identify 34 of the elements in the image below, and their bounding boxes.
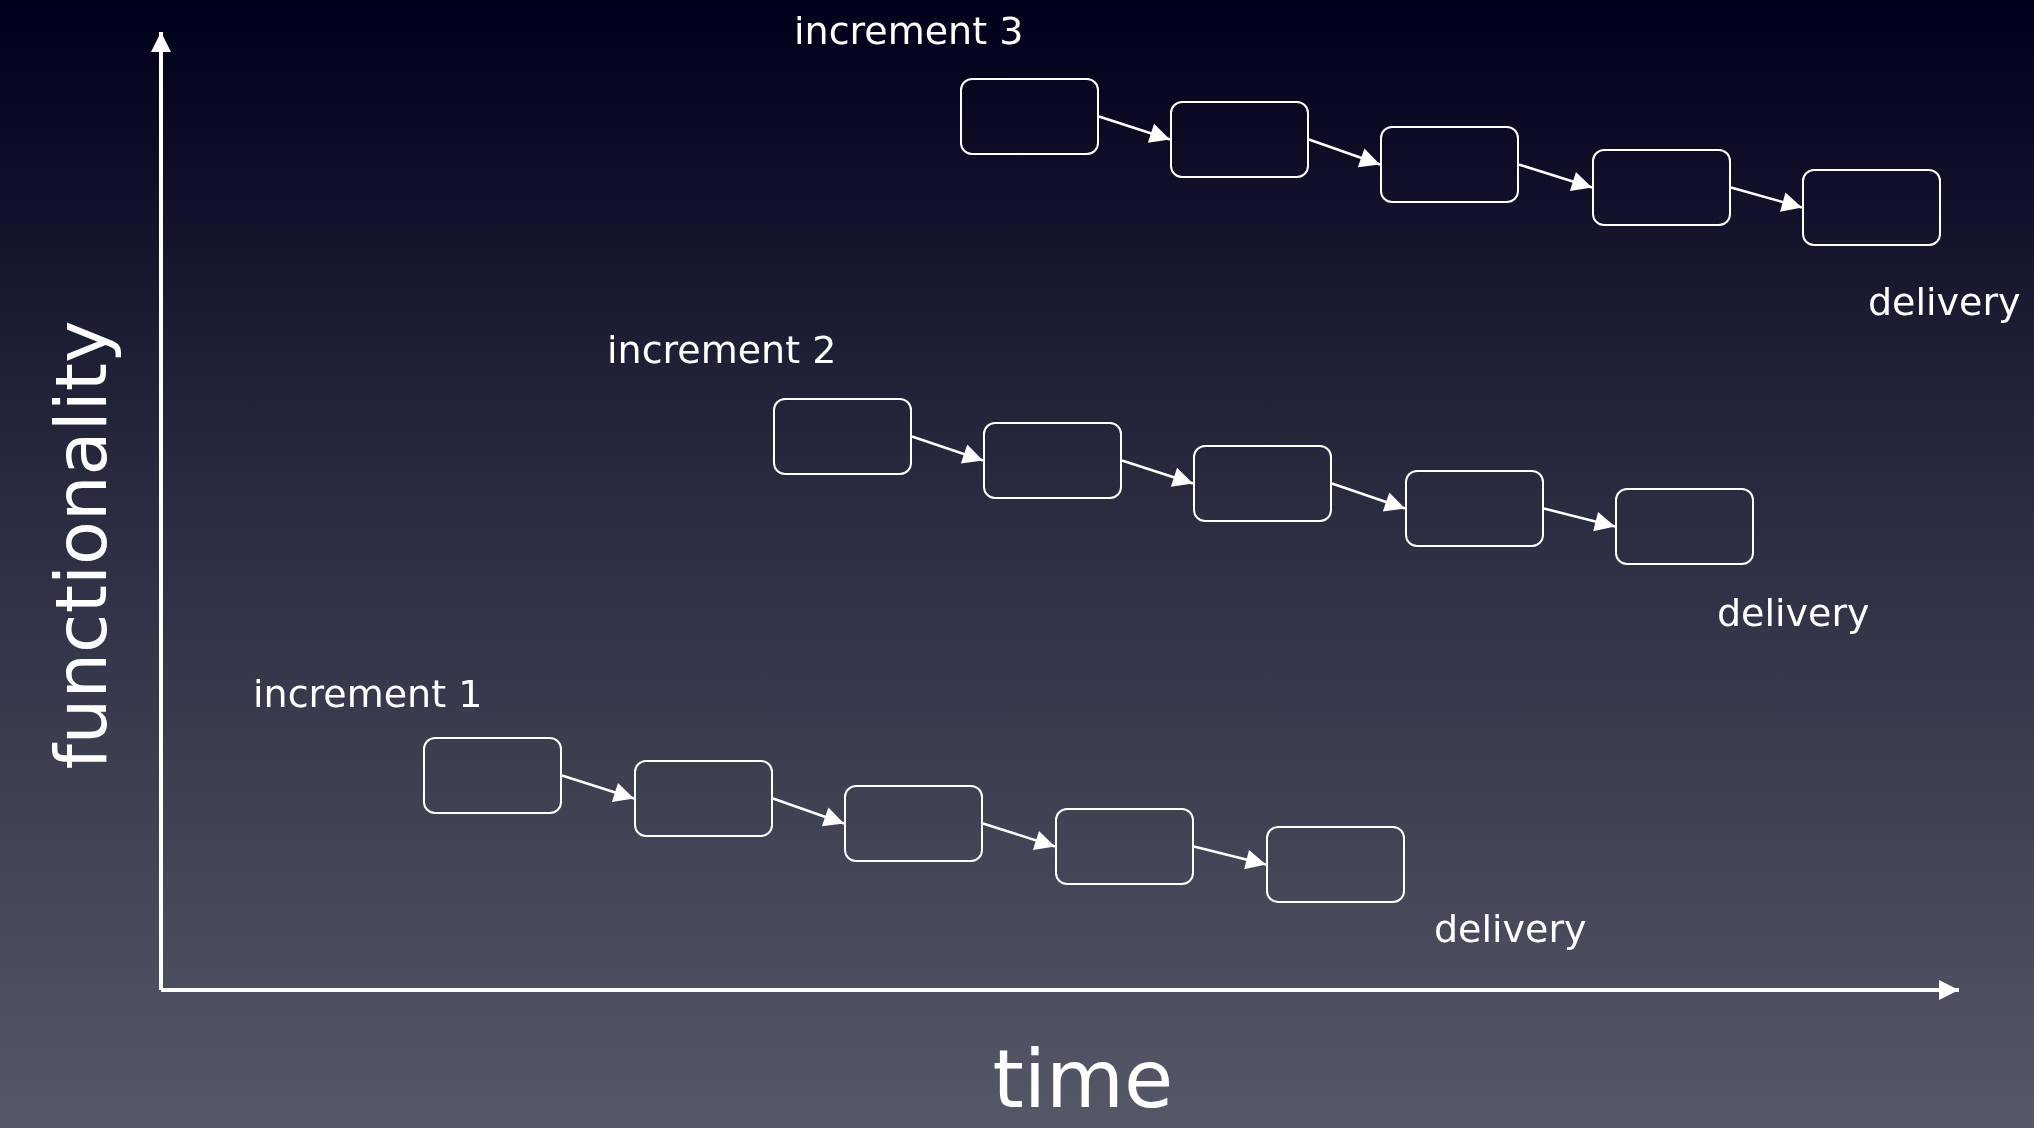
arrow <box>772 797 845 827</box>
axis-title: time <box>992 1040 1174 1120</box>
process-box <box>983 422 1122 499</box>
arrow <box>1098 115 1171 143</box>
arrow <box>1121 459 1194 487</box>
process-box <box>773 398 912 475</box>
process-box <box>1193 445 1332 522</box>
process-box <box>960 78 1099 155</box>
process-box <box>1380 126 1519 203</box>
process-box <box>1055 808 1194 885</box>
process-box <box>844 785 983 862</box>
process-box <box>634 760 773 837</box>
arrow <box>1543 507 1616 532</box>
process-box <box>1592 149 1731 226</box>
arrow <box>1331 482 1406 512</box>
process-box <box>423 737 562 814</box>
note-text: delivery <box>1434 910 1587 948</box>
process-box <box>1170 101 1309 178</box>
process-box <box>1405 470 1544 547</box>
arrow <box>1308 138 1381 168</box>
arrow <box>982 822 1056 850</box>
process-box <box>1266 826 1405 903</box>
process-box <box>1802 169 1941 246</box>
note-text: delivery <box>1868 283 2021 321</box>
arrow <box>1730 186 1803 212</box>
row-heading: increment 3 <box>794 12 1024 50</box>
arrow <box>561 774 635 802</box>
note-text: delivery <box>1717 594 1870 632</box>
arrow <box>1193 845 1267 870</box>
process-box <box>1615 488 1754 565</box>
arrow <box>1518 163 1593 192</box>
row-heading: increment 2 <box>607 331 837 369</box>
row-heading: increment 1 <box>253 675 483 713</box>
arrow <box>911 435 984 464</box>
